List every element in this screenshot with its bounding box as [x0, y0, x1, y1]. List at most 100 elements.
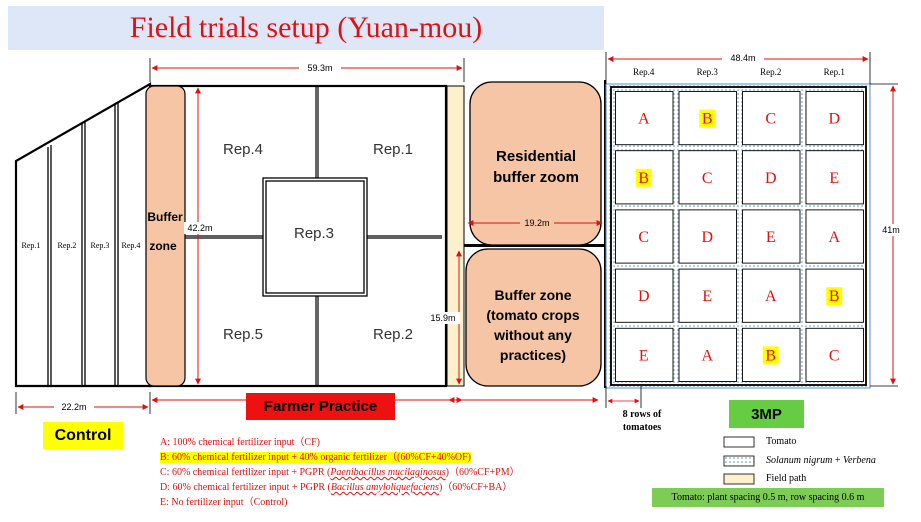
farmer-rep1-label: Rep.1 — [373, 141, 413, 158]
mp-cell-treatment: A — [701, 347, 713, 364]
mp-cell-treatment: E — [829, 170, 839, 187]
mp-cell-treatment: B — [702, 111, 713, 128]
key-solanum-label: Solanum nigrum + Verbena — [766, 455, 876, 466]
mp-plot-cell — [678, 327, 737, 382]
farmer-practice-tag: Farmer Practice — [246, 393, 395, 420]
buffer-zone-label: Buffer — [147, 210, 183, 224]
mp-plot-cell — [678, 209, 737, 264]
farmer-height-label: 42.2m — [187, 223, 212, 233]
rows-note-line: tomatoes — [622, 422, 662, 433]
mp-rep-header: Rep.1 — [824, 67, 845, 77]
farmer-rep2-label: Rep.2 — [373, 326, 413, 343]
mp-rep-header: Rep.2 — [760, 67, 781, 77]
legend-d: D: 60% chemical fertilizer input + PGPR … — [160, 480, 620, 495]
mp-tag: 3MP — [729, 400, 804, 428]
mp-cell-treatment: A — [638, 111, 650, 128]
solanum-swatch — [723, 455, 755, 467]
rows-note: 8 rows of tomatoes — [612, 408, 672, 434]
tomato-buffer-label: (tomato crops — [486, 307, 580, 323]
legend-c: C: 60% chemical fertilizer input + PGPR … — [160, 465, 620, 480]
tomato-buffer-label: without any — [493, 327, 572, 343]
tomato-buffer-zone — [465, 248, 602, 387]
mp-cell-treatment: C — [702, 170, 713, 187]
mp-plot-cell — [805, 327, 864, 382]
mp-cell-treatment: A — [765, 288, 777, 305]
mp-cell-treatment: D — [765, 170, 777, 187]
mp-cell-treatment: E — [639, 347, 649, 364]
mp-cell-treatment: E — [766, 229, 776, 246]
farmer-buffer-zone — [145, 85, 186, 387]
mp-plot-cell — [615, 91, 674, 146]
mp-plot-cell — [805, 150, 864, 205]
control-outline — [14, 82, 152, 388]
mp-plot-cell — [678, 268, 737, 323]
key-verbena-name: Verbena — [843, 455, 876, 466]
legend-c-pre: C: 60% chemical fertilizer input + PGPR … — [160, 467, 331, 478]
mp-plot-cell — [615, 209, 674, 264]
legend-c-species: Paenibacillus mucilaginosus — [330, 467, 446, 478]
legend-d-post: )（60%CF+BA） — [438, 482, 513, 493]
mp-cell-treatment: C — [765, 111, 776, 128]
page-title: Field trials setup (Yuan-mou) — [129, 11, 483, 44]
control-rep2-label: Rep.2 — [58, 241, 77, 250]
mp-plot-cell — [805, 209, 864, 264]
buffer-zone-label: zone — [149, 239, 177, 253]
mp-plot-cell — [615, 327, 674, 382]
legend-d-pre: D: 60% chemical fertilizer input + PGPR … — [160, 482, 331, 493]
mp-rep-header: Rep.4 — [633, 67, 655, 77]
mp-height-label: 41m — [882, 225, 900, 235]
mp-width-label: 48.4m — [730, 53, 755, 63]
mp-cell-treatment: E — [702, 288, 712, 305]
residential-buffer — [469, 81, 602, 246]
rep3-plot — [262, 177, 368, 297]
farmer-rep5-label: Rep.5 — [223, 326, 263, 343]
legend-b-text: B: 60% chemical fertilizer input + 40% o… — [160, 452, 472, 463]
mp-plot-cell — [678, 150, 737, 205]
farmer-rep4-label: Rep.4 — [223, 141, 263, 158]
mp-cell-treatment: B — [638, 170, 649, 187]
mp-plot-cell — [805, 91, 864, 146]
key-tomato-label: Tomato — [766, 436, 797, 447]
mp-cell-treatment: A — [828, 229, 840, 246]
mp-cell-highlight — [826, 287, 843, 306]
key-solanum-name: Solanum nigrum — [766, 455, 833, 466]
legend-e: E: No fertilizer input（Control) — [160, 497, 288, 508]
control-width-label: 22.2m — [61, 402, 86, 412]
tomato-swatch — [723, 436, 755, 448]
field-path-strip — [446, 85, 465, 387]
mp-cell-treatment: C — [829, 347, 840, 364]
control-plot: Rep.1 Rep.2 Rep.3 Rep.4 — [14, 82, 152, 388]
mp-cell-treatment: D — [828, 111, 840, 128]
control-tag: Control — [43, 422, 123, 449]
mp-cell-highlight — [635, 168, 652, 187]
title-bar — [8, 6, 604, 50]
control-rep3-label: Rep.3 — [91, 241, 110, 250]
farmer-plot: Buffer zone Rep.4 Rep.1 Rep.3 Rep.5 Rep.… — [145, 84, 465, 388]
mp-rep-header: Rep.3 — [697, 67, 719, 77]
tomato-buffer-height-label: 15.9m — [430, 313, 455, 323]
residential-label: Residential — [496, 148, 576, 165]
control-rep4-label: Rep.4 — [122, 241, 141, 250]
rows-note-line: 8 rows of — [622, 409, 662, 420]
field-path-swatch — [723, 473, 755, 485]
tomato-buffer-label: Buffer zone — [495, 287, 572, 303]
mp-plot-cell — [742, 150, 801, 205]
residential-label: buffer zoom — [493, 169, 579, 186]
mp-cell-highlight — [762, 346, 779, 365]
farmer-width-label: 59.3m — [307, 63, 332, 73]
mp-cell-highlight — [699, 109, 716, 128]
key-field-path-label: Field path — [766, 473, 807, 484]
farmer-rep3-label: Rep.3 — [294, 225, 334, 242]
mp-plot-cell — [742, 91, 801, 146]
legend-d-species: Bacillus amyloliquefaciens — [330, 482, 439, 493]
residential-width-label: 19.2m — [524, 218, 549, 228]
mp-cell-treatment: D — [701, 229, 713, 246]
key-solanum-plus: + — [832, 455, 844, 466]
treatment-legend: A: 100% chemical fertilizer input（CF) B:… — [160, 435, 620, 510]
mp-plot-cell — [615, 268, 674, 323]
mp-cell-treatment: D — [638, 288, 650, 305]
tomato-buffer-label: practices) — [500, 347, 566, 363]
legend-c-post: )（60%CF+PM） — [445, 467, 520, 478]
